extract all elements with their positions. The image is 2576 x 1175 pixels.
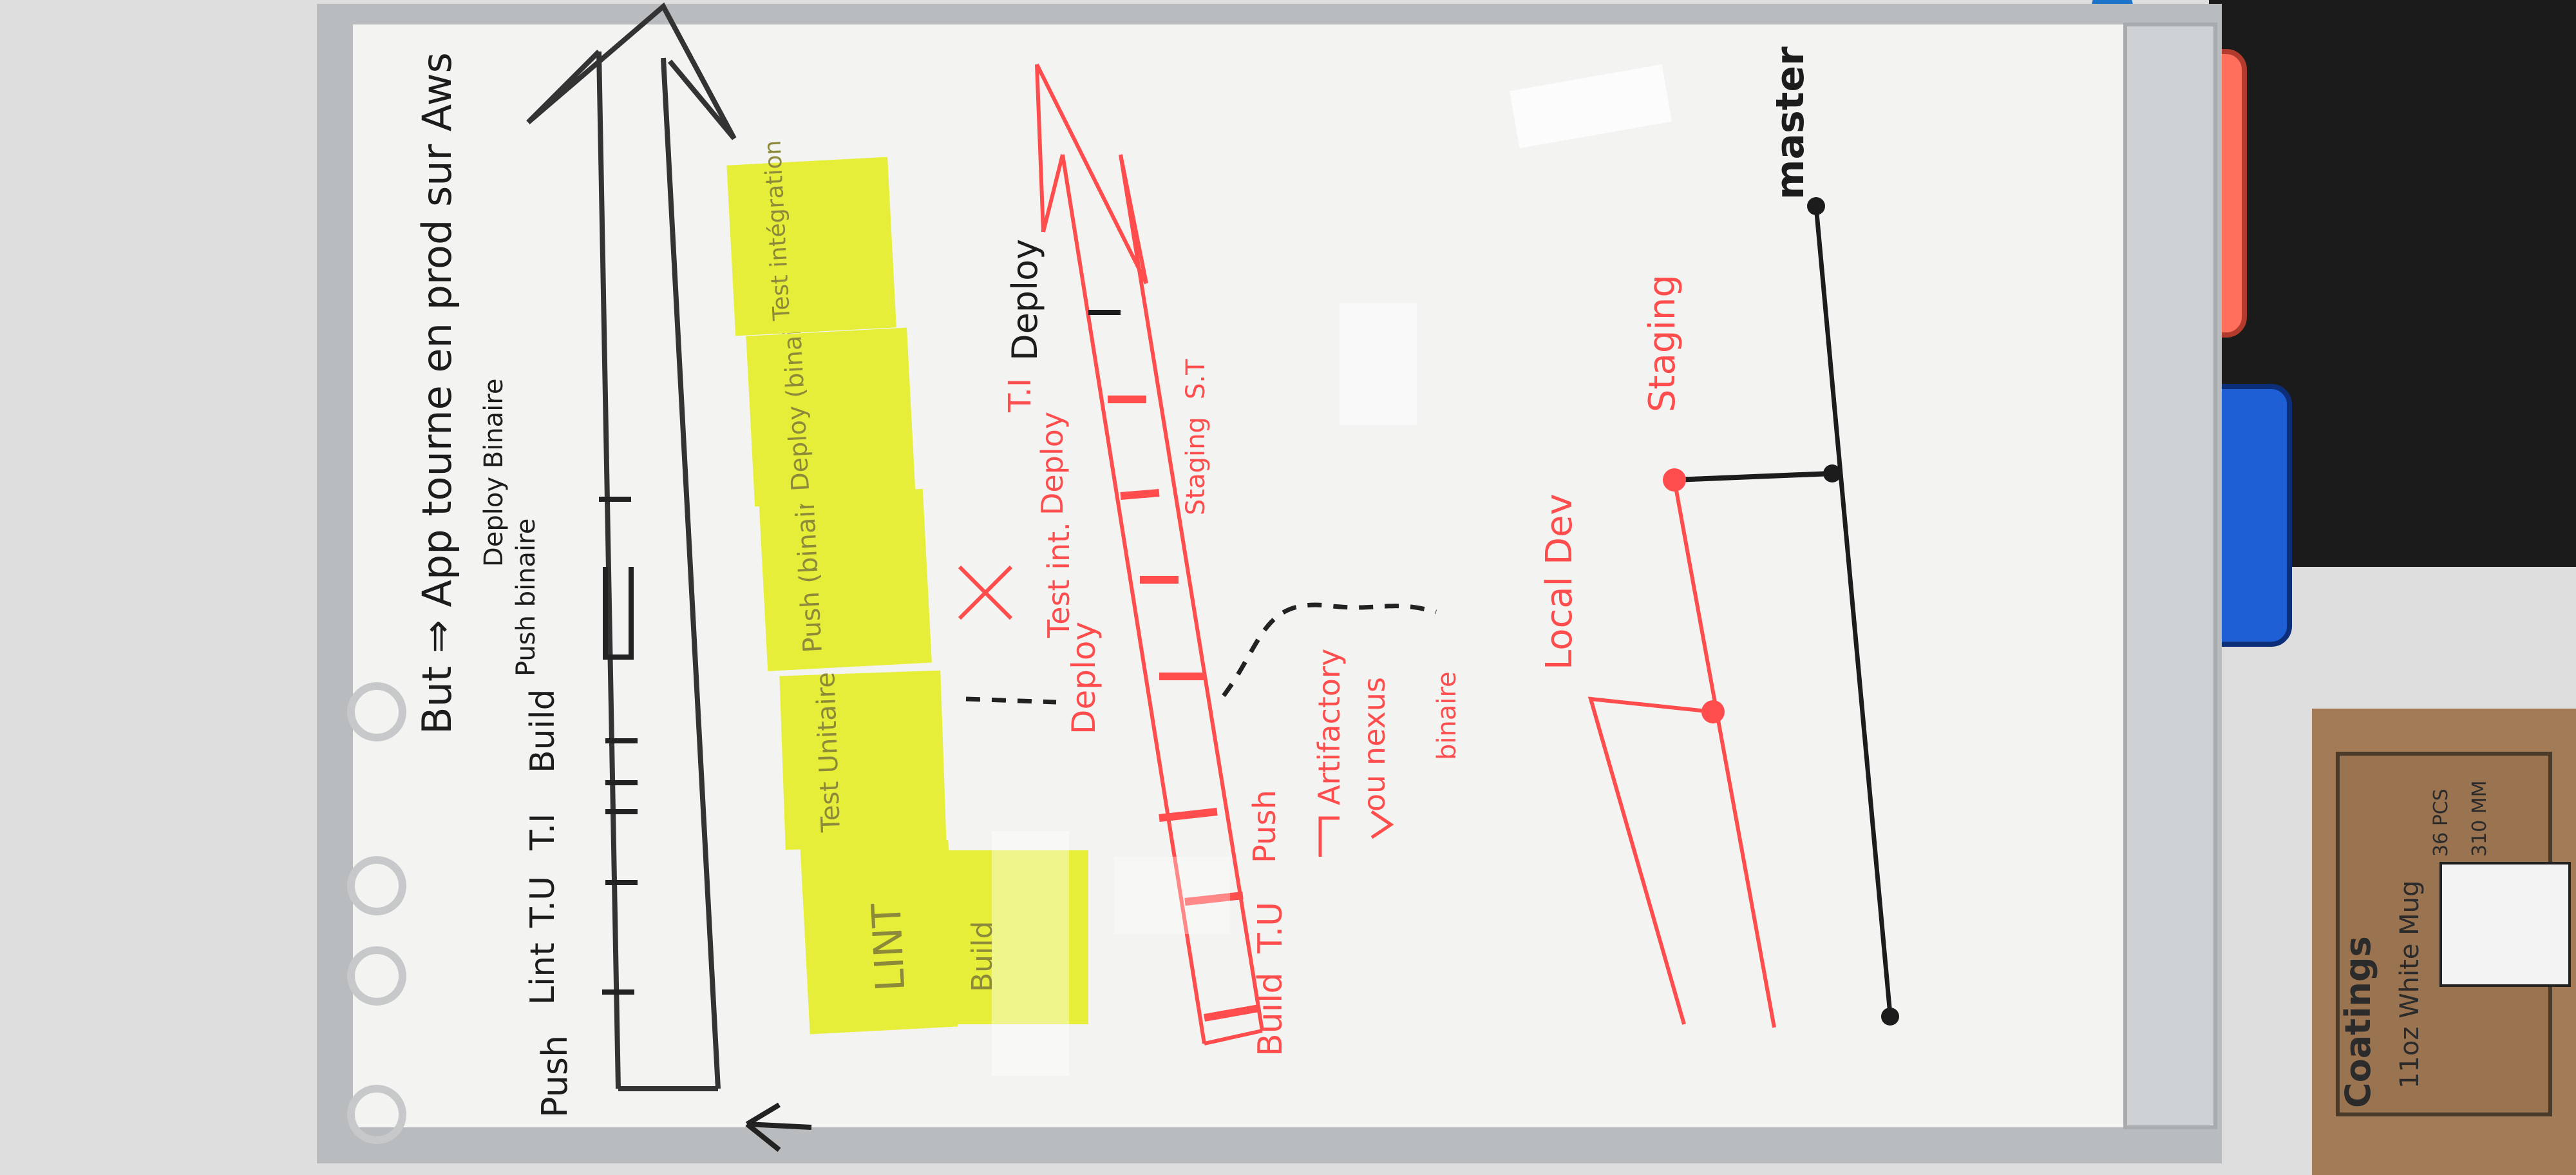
- binder-ring-3: [347, 946, 406, 1006]
- glare-highlights: [992, 64, 1672, 1076]
- local-dev-label: Local Dev: [1539, 493, 1580, 670]
- stage-lint: Lint: [524, 942, 562, 1005]
- red-x-mark: [958, 565, 1013, 620]
- stage-push: Push: [535, 1035, 575, 1118]
- local-dev-branch-line: [1587, 696, 1714, 1025]
- box-shipping-label: [2439, 862, 2571, 987]
- staging-merge-line: [1674, 471, 1833, 482]
- sticky-build-label: Build: [966, 921, 999, 992]
- sticky-test-unitaire: Test Unitaire: [779, 670, 947, 850]
- master-branch-line: [1814, 205, 1893, 1015]
- red-st-label: S.T: [1181, 359, 1211, 399]
- staging-label: Staging: [1642, 274, 1683, 412]
- master-start-dot: [1881, 1008, 1899, 1026]
- master-label: master: [1768, 46, 1813, 200]
- red-stage-deploy: Deploy: [1065, 622, 1103, 734]
- red-stage-deploy-2: Deploy: [1035, 412, 1070, 515]
- box-label-size: 310 MM: [2468, 780, 2491, 857]
- box-label-coatings: Coatings: [2338, 936, 2378, 1108]
- sticky-lint: LINT: [800, 839, 958, 1035]
- staging-branch-line: [1672, 479, 1776, 1028]
- stage-ti: T.I: [524, 814, 562, 851]
- goal-title: But ⇒ App tourne en prod sur Aws: [413, 52, 460, 734]
- sticky-lint-label: LINT: [862, 901, 914, 993]
- red-nexus-label: ou nexus: [1357, 677, 1392, 812]
- sticky-test-unitaire-label: Test Unitaire: [811, 671, 846, 833]
- binder-ring-2: [347, 856, 406, 915]
- red-pipeline-shaft: [1061, 154, 1264, 1046]
- red-stage-test-int: Test int.: [1041, 522, 1076, 638]
- board-surface: [353, 24, 2195, 1127]
- binder-ring-1: [347, 682, 406, 741]
- red-stage-build: Build: [1251, 972, 1290, 1056]
- binder-ring-4: [347, 1085, 406, 1144]
- red-staging-st-label: Staging: [1181, 417, 1211, 515]
- sticky-build: Build: [927, 850, 1088, 1024]
- red-stage-ti: T.I: [1002, 378, 1038, 413]
- black-deploy-label: Deploy: [1005, 239, 1045, 361]
- black-arrow-head: [526, 2, 737, 140]
- stage-deploy-binaire: Deploy Binaire: [479, 379, 509, 567]
- red-pipeline-head: [1035, 63, 1148, 285]
- black-arrow-shaft: [596, 51, 721, 1091]
- master-end-dot: [1807, 197, 1825, 215]
- box-label-count: 36 PCS: [2430, 788, 2452, 857]
- dashed-connector-2: [1222, 602, 1437, 698]
- stage-tu: T.U: [524, 876, 562, 928]
- sticky-test-integration: Test intégration: [726, 140, 896, 336]
- black-arrow-ticks: [599, 497, 638, 995]
- red-binaire-label: binaire: [1432, 671, 1462, 760]
- local-dev-dot: [1701, 700, 1725, 723]
- black-small-arrow: [745, 1102, 812, 1152]
- red-stage-push: Push: [1247, 790, 1283, 863]
- red-stage-tu: T.U: [1251, 902, 1290, 954]
- staging-dot: [1663, 468, 1686, 492]
- red-artifactory-label: Artifactory: [1312, 649, 1347, 805]
- stage-push-binaire: Push binaire: [511, 519, 541, 676]
- red-pipeline-ticks: [1108, 396, 1260, 1022]
- red-artifact-bracket: [1318, 810, 1394, 857]
- stage-build: Build: [524, 689, 562, 773]
- board-tray: [2123, 23, 2217, 1129]
- box-label-mug: 11oz White Mug: [2395, 881, 2425, 1089]
